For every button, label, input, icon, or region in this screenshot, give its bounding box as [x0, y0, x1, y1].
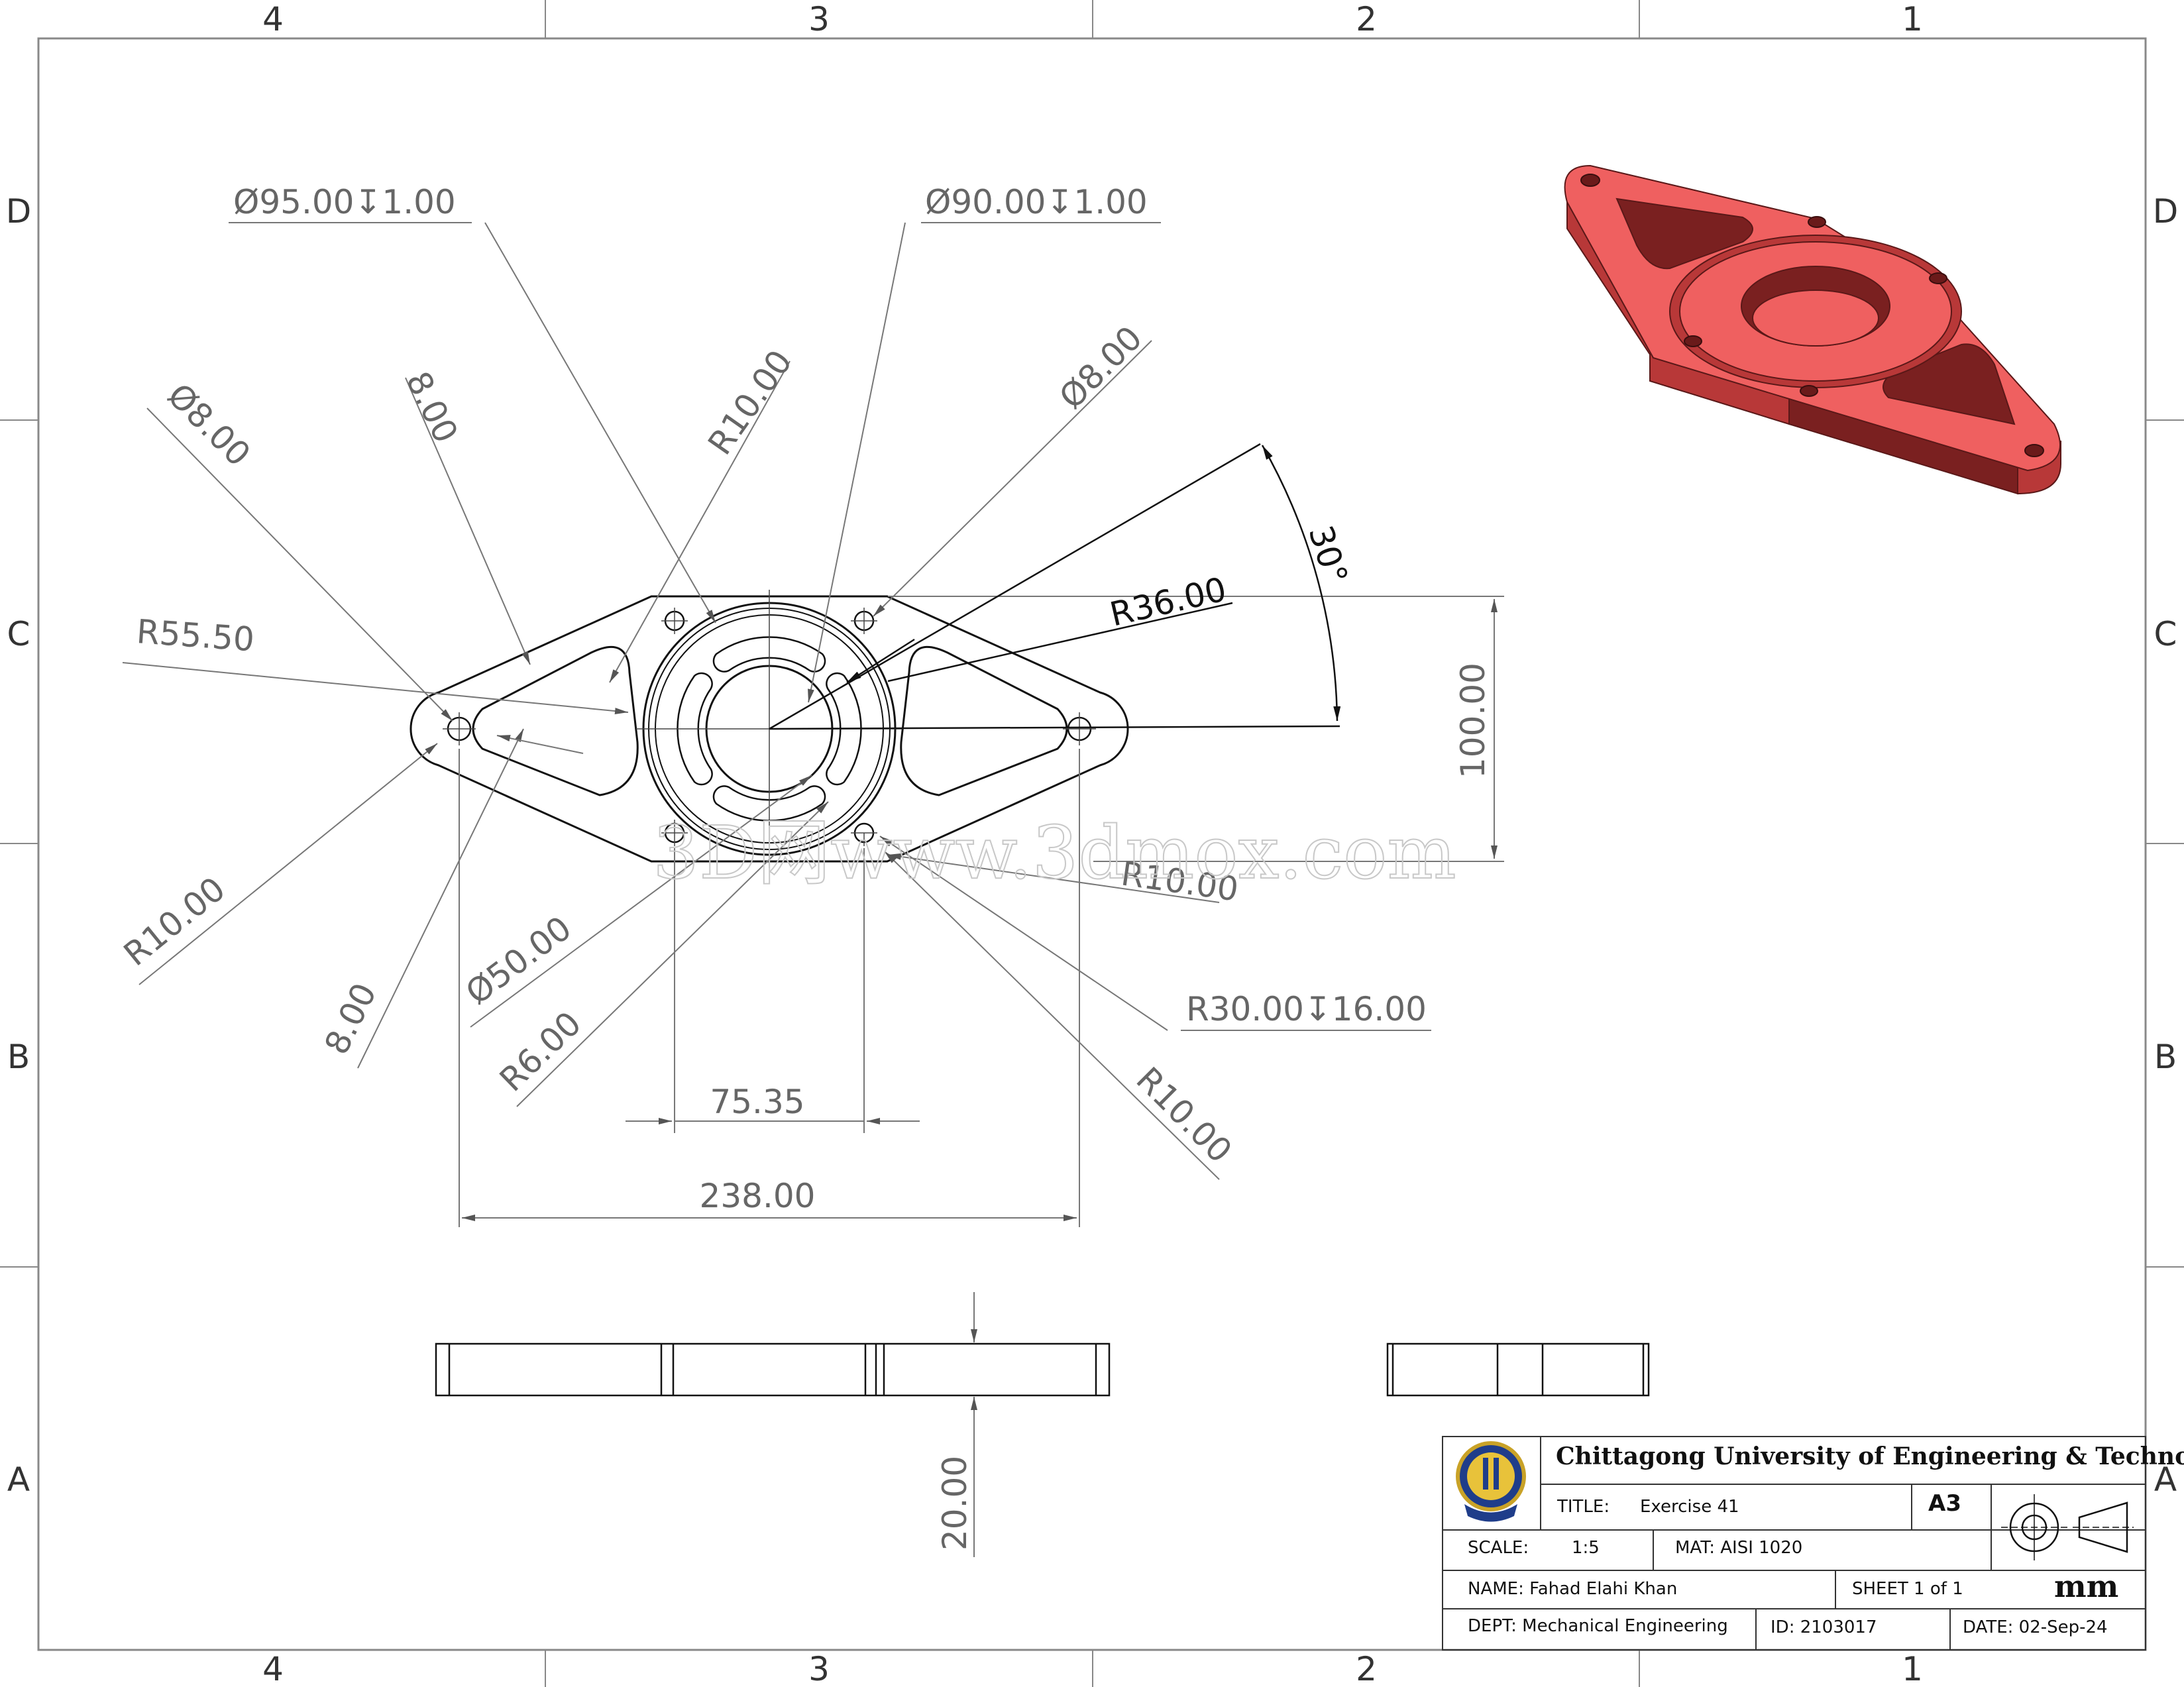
- scale-value: 1:5: [1572, 1538, 1600, 1558]
- department: DEPT: Mechanical Engineering: [1468, 1616, 1728, 1636]
- projection-symbol-icon: [2001, 1494, 2134, 1560]
- iso-holes: [1580, 174, 2044, 457]
- arc-slot-top: [712, 636, 826, 673]
- dim-t20: 20.00: [936, 1456, 974, 1551]
- left-pocket: [472, 645, 639, 796]
- iso-bore-floor: [1752, 290, 1879, 347]
- dim-d95: Ø95.00↧1.00: [233, 183, 456, 221]
- zone-labels: 4 3 2 1 4 3 2 1 D C B A D C B A: [6, 0, 2179, 1687]
- title-label: TITLE:: [1556, 1497, 1610, 1517]
- zone-row-right-d: D: [2153, 192, 2179, 231]
- university-logo: [1456, 1441, 1526, 1522]
- iso-left-pocket: [1615, 197, 1753, 270]
- zone-row-right-a: A: [2154, 1460, 2177, 1499]
- zone-col-bottom-3: 3: [808, 1650, 830, 1687]
- scale-label: SCALE:: [1468, 1538, 1529, 1558]
- dim-d8-left: Ø8.00: [160, 376, 258, 474]
- dim-r55: R55.50: [135, 612, 256, 659]
- zone-col-bottom-4: 4: [262, 1650, 284, 1687]
- dim-r36: R36.00: [1107, 570, 1230, 634]
- outer-profile: [410, 595, 1129, 863]
- date: DATE: 02-Sep-24: [1963, 1617, 2108, 1637]
- dim-r10-bottom-right: R10.00: [1129, 1060, 1240, 1170]
- watermark: 3D网www.3dmox.com: [653, 810, 1456, 895]
- dim-h100: 100.00: [1454, 663, 1492, 779]
- arc-slot-right: [826, 672, 862, 786]
- sheet-size: A3: [1928, 1490, 1961, 1517]
- title-block: Chittagong University of Engineering & T…: [1442, 1436, 2184, 1651]
- dim-8-bottom: 8.00: [317, 977, 384, 1060]
- student-id: ID: 2103017: [1771, 1617, 1877, 1637]
- dim-r10-top: R10.00: [700, 343, 800, 462]
- isometric-view: [1564, 164, 2061, 495]
- zone-col-top-3: 3: [808, 0, 830, 38]
- zone-row-left-b: B: [7, 1038, 30, 1076]
- arc-slot-left: [677, 672, 713, 786]
- zone-row-left-a: A: [7, 1460, 30, 1499]
- right-pocket: [900, 645, 1068, 796]
- side-view: [1386, 1342, 1650, 1397]
- angle-dimension: [769, 443, 1341, 730]
- arc-slot-bottom: [712, 785, 826, 822]
- dim-d8-top-right: Ø8.00: [1052, 319, 1150, 417]
- zone-row-left-d: D: [6, 192, 32, 231]
- dimension-lines: [122, 222, 1504, 1557]
- dim-w238: 238.00: [700, 1177, 816, 1215]
- units: mm: [2054, 1568, 2118, 1604]
- dim-r30: R30.00↧16.00: [1186, 990, 1427, 1028]
- dim-r6: R6.00: [492, 1004, 588, 1099]
- title-value: Exercise 41: [1640, 1497, 1739, 1517]
- sheet-number: SHEET 1 of 1: [1852, 1579, 1963, 1599]
- dim-r10-left: R10.00: [117, 869, 233, 973]
- front-view: [435, 1342, 1111, 1397]
- zone-row-left-c: C: [7, 615, 30, 653]
- dim-d90: Ø90.00↧1.00: [925, 183, 1148, 221]
- zone-col-bottom-2: 2: [1356, 1650, 1377, 1687]
- dim-w75: 75.35: [710, 1083, 804, 1121]
- zone-col-top-4: 4: [262, 0, 284, 38]
- dim-angle-30: 30°: [1301, 521, 1355, 589]
- author-name: NAME: Fahad Elahi Khan: [1468, 1579, 1677, 1599]
- zone-col-top-2: 2: [1356, 0, 1377, 38]
- zone-row-right-b: B: [2154, 1038, 2177, 1076]
- university-name: Chittagong University of Engineering & T…: [1556, 1442, 2184, 1470]
- zone-col-top-1: 1: [1902, 0, 1923, 38]
- material: MAT: AISI 1020: [1675, 1538, 1802, 1558]
- dim-8-top: 8.00: [398, 366, 465, 449]
- zone-col-bottom-1: 1: [1902, 1650, 1923, 1687]
- zone-row-right-c: C: [2154, 615, 2177, 653]
